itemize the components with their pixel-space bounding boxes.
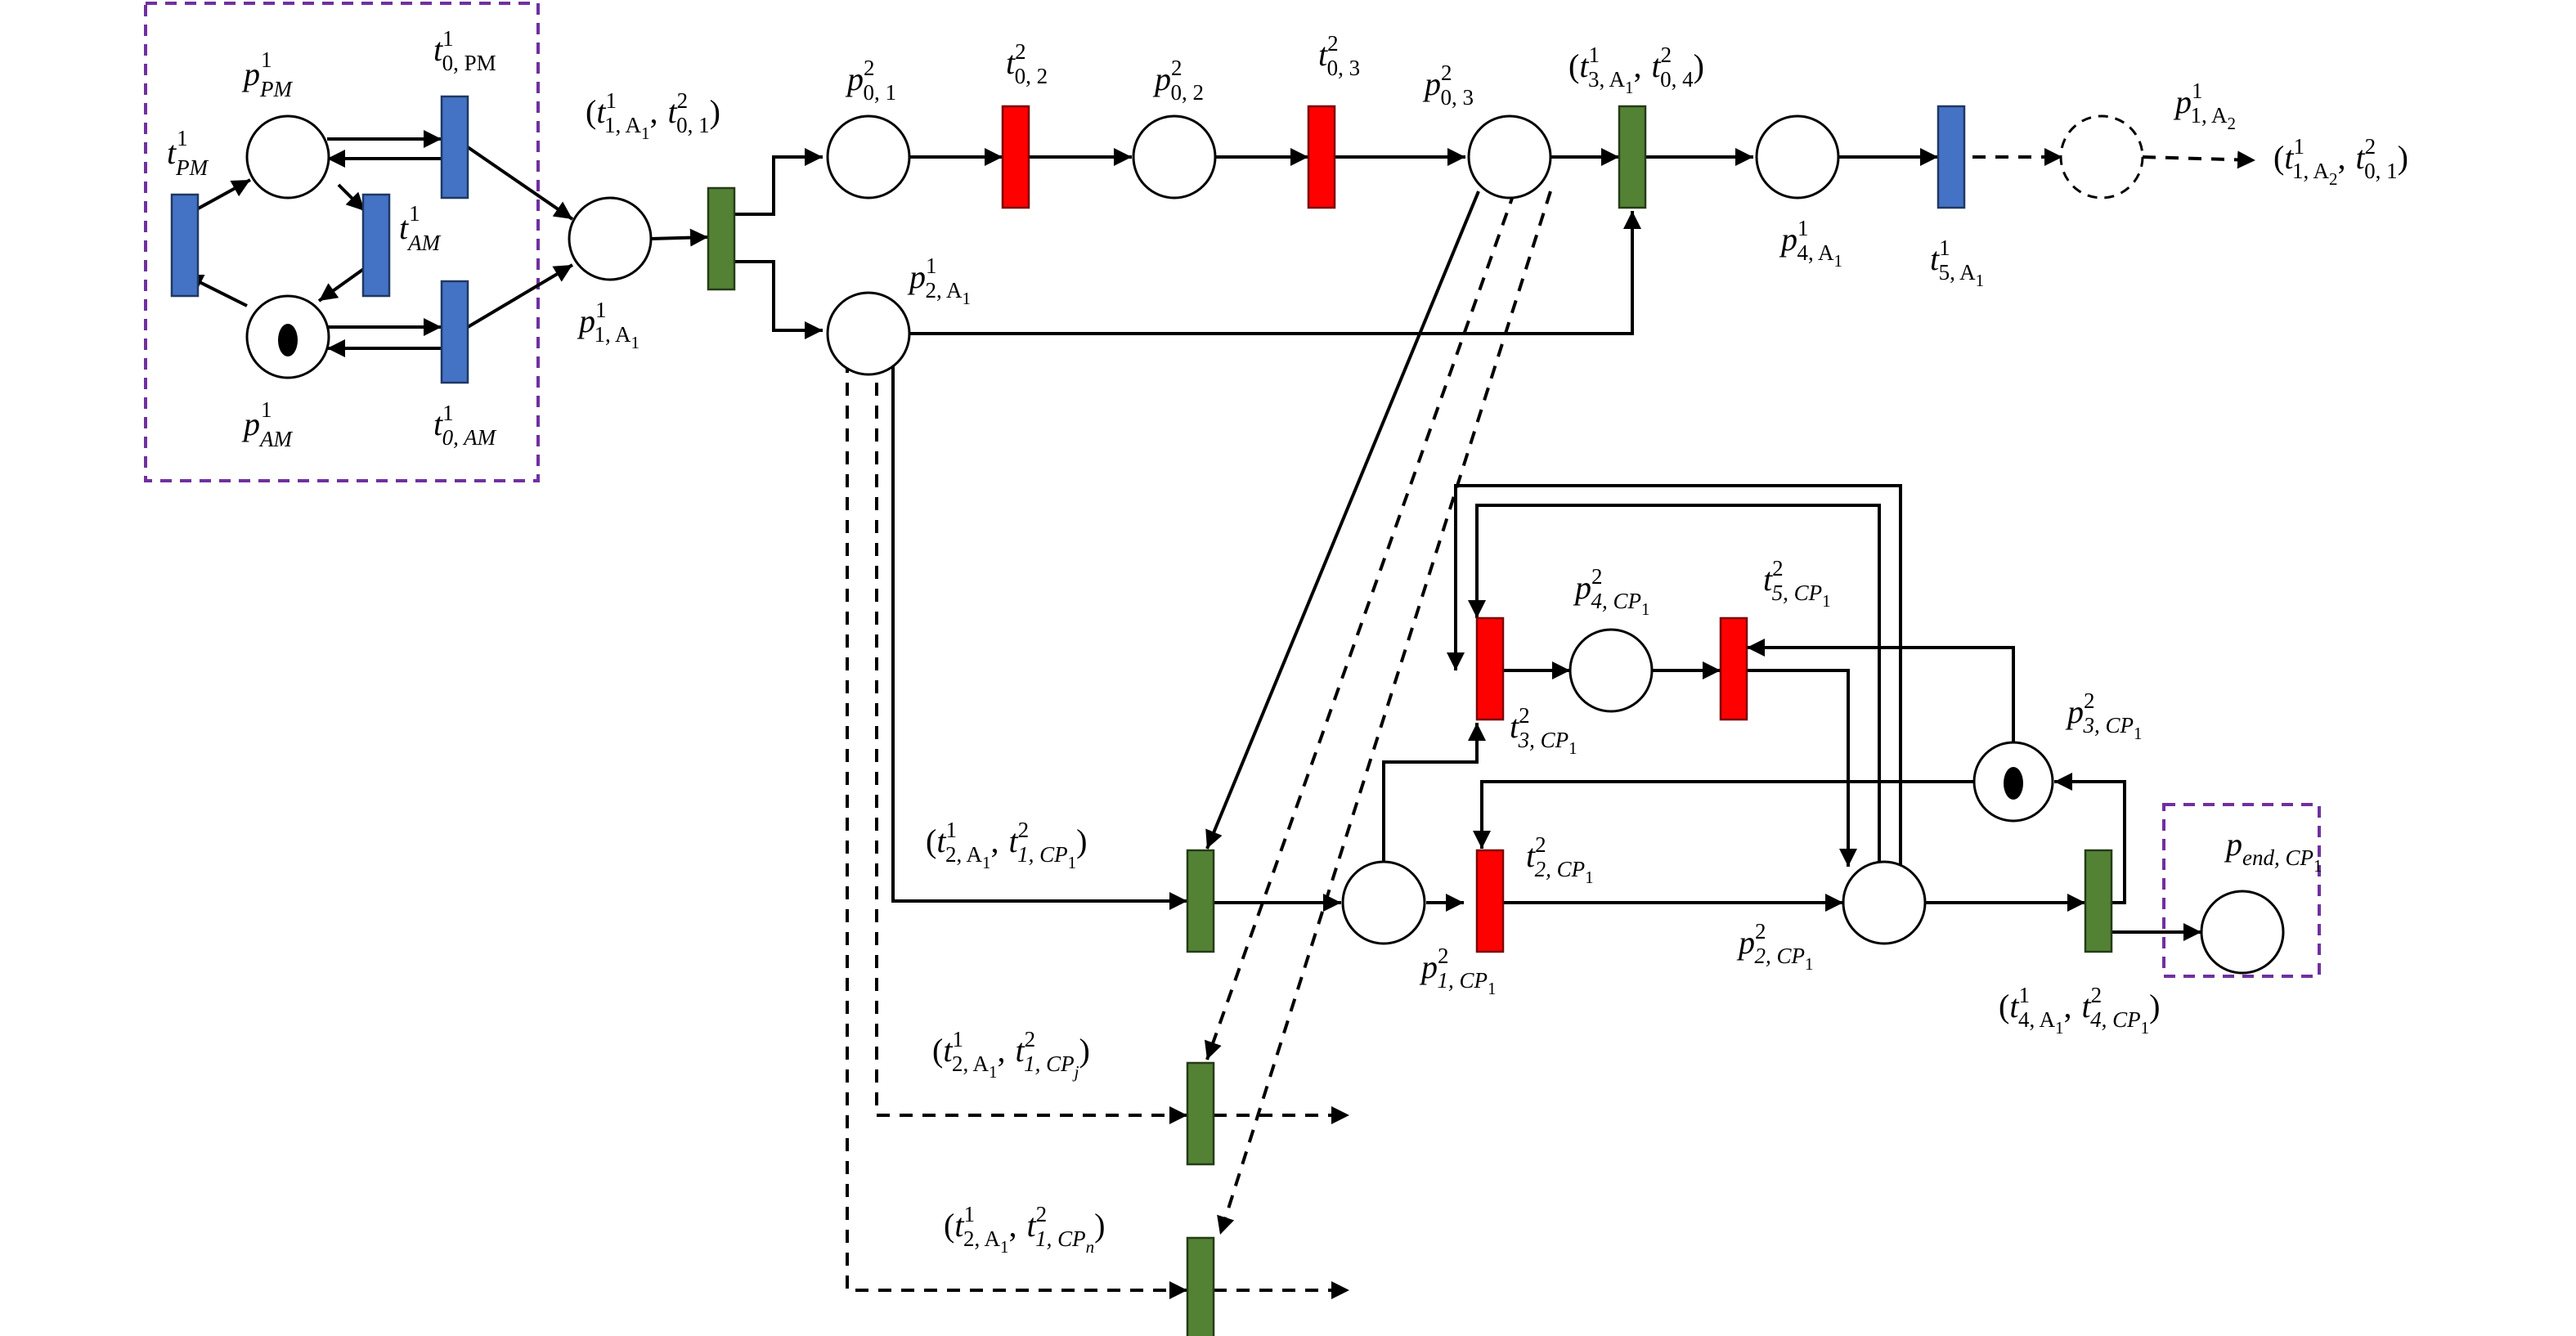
transition-t-pm [170,193,200,298]
place-p-1a2 [2059,114,2144,200]
transition-sync-j [1186,1061,1215,1166]
place-p-2cp1 [1842,860,1927,945]
place-p-2a1 [826,291,911,376]
label-t-pm: tPM1 [167,126,209,180]
place-p-1a1 [568,196,653,281]
agent-state-boundary [144,2,540,482]
transition-sync-3 [1618,105,1647,209]
transition-t-03 [1307,105,1336,209]
place-p-03 [1467,114,1552,200]
transition-t-0am [440,280,469,384]
transition-t-3cp1 [1475,616,1505,721]
transition-t-02 [1001,105,1030,209]
dashed-arcs [846,148,2256,1299]
solid-arcs [184,130,2201,941]
transition-sync-1 [707,186,736,291]
label-p-am: pAM1 [241,397,293,451]
end-place-boundary [2162,803,2321,978]
token-p-3cp1 [2004,767,2023,800]
place-p-endcp1 [2200,890,2285,975]
token-p-am [278,324,298,356]
transition-t-am [361,193,391,298]
label-p-endcp1: pend, CP1 [2224,826,2322,876]
transition-sync-4 [2084,849,2113,953]
place-p-1cp1 [1341,860,1426,945]
label-t-am: tAM1 [399,201,442,255]
label-p-pm: pPM1 [241,47,293,101]
place-p-02 [1132,114,1217,200]
place-p-4a1 [1755,114,1840,200]
place-p-pm [245,114,330,200]
transition-t-5a1 [1936,105,1966,209]
place-p-4cp1 [1568,628,1654,713]
transition-sync-2 [1186,849,1215,953]
transition-t-0pm [440,95,469,200]
transition-t-2cp1 [1475,849,1505,953]
transition-sync-n [1186,1236,1215,1336]
transition-t-5cp1 [1719,616,1748,721]
place-p-01 [826,114,911,200]
